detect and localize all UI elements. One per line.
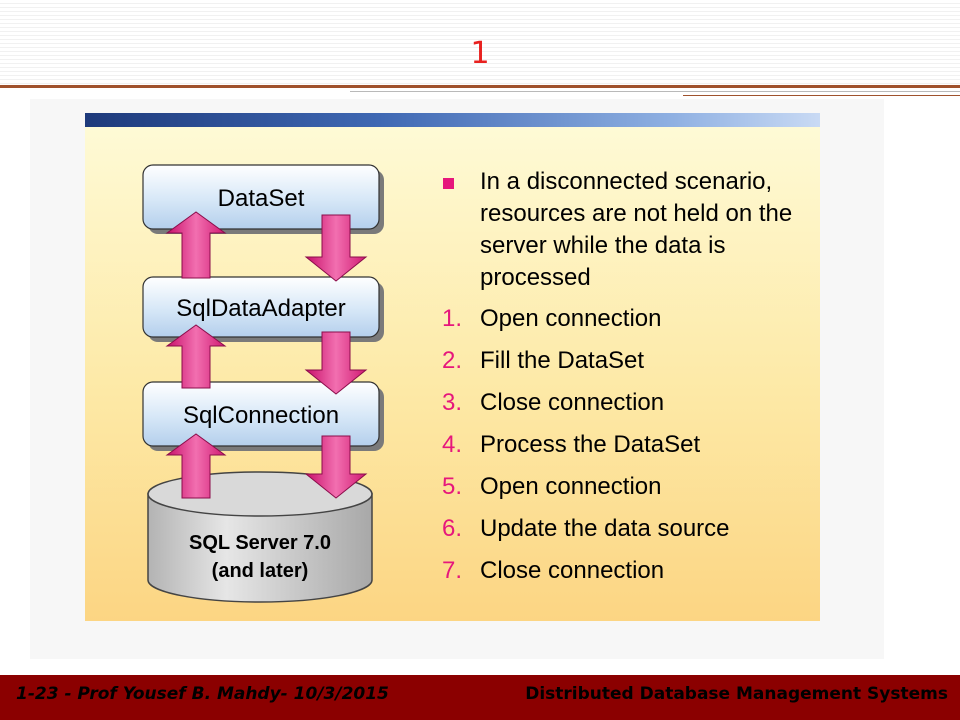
header-divider-thin — [350, 91, 960, 92]
dataset-label: DataSet — [218, 185, 305, 212]
figure-title-bar — [85, 113, 820, 127]
sqlconnection-label: SqlConnection — [183, 402, 339, 429]
step-number: 5. — [442, 473, 463, 500]
database-label-line1: SQL Server 7.0 — [189, 532, 331, 554]
database-label-line2: (and later) — [212, 560, 309, 582]
header-divider-accent — [683, 95, 960, 96]
step-number: 7. — [442, 557, 463, 584]
footer-author-date: 1-23 - Prof Yousef B. Mahdy- 10/3/2015 — [16, 684, 389, 704]
step-text: Update the data source — [480, 515, 730, 542]
up-arrow-adapter-to-dataset — [165, 211, 227, 279]
dataset-box — [142, 164, 380, 230]
header-background — [0, 0, 960, 88]
intro-bullet-text: In a disconnected scenario, resources ar… — [480, 168, 793, 291]
footer-course-title: Distributed Database Management Systems — [525, 684, 948, 704]
bullet-square-icon — [443, 178, 454, 189]
step-text: Open connection — [480, 305, 662, 332]
step-text: Fill the DataSet — [480, 347, 645, 374]
sqldataadapter-box — [142, 276, 380, 338]
step-number: 4. — [442, 431, 463, 458]
sqlconnection-box — [142, 381, 380, 447]
step-number: 2. — [442, 347, 463, 374]
step-text: Process the DataSet — [480, 431, 701, 458]
step-text: Close connection — [480, 389, 665, 416]
sqldataadapter-label: SqlDataAdapter — [176, 295, 345, 322]
up-arrow-database-to-connection — [165, 433, 227, 499]
step-number: 3. — [442, 389, 463, 416]
step-number: 1. — [442, 305, 463, 332]
down-arrow-adapter-to-connection — [304, 331, 368, 395]
down-arrow-connection-to-database — [304, 435, 368, 499]
header-divider — [0, 85, 960, 88]
up-arrow-connection-to-adapter — [165, 324, 227, 389]
step-text: Open connection — [480, 473, 662, 500]
down-arrow-dataset-to-adapter — [304, 214, 368, 282]
footer-bar — [0, 675, 960, 720]
step-text: Close connection — [480, 557, 665, 584]
slide-title: 1 — [470, 36, 490, 71]
step-number: 6. — [442, 515, 463, 542]
